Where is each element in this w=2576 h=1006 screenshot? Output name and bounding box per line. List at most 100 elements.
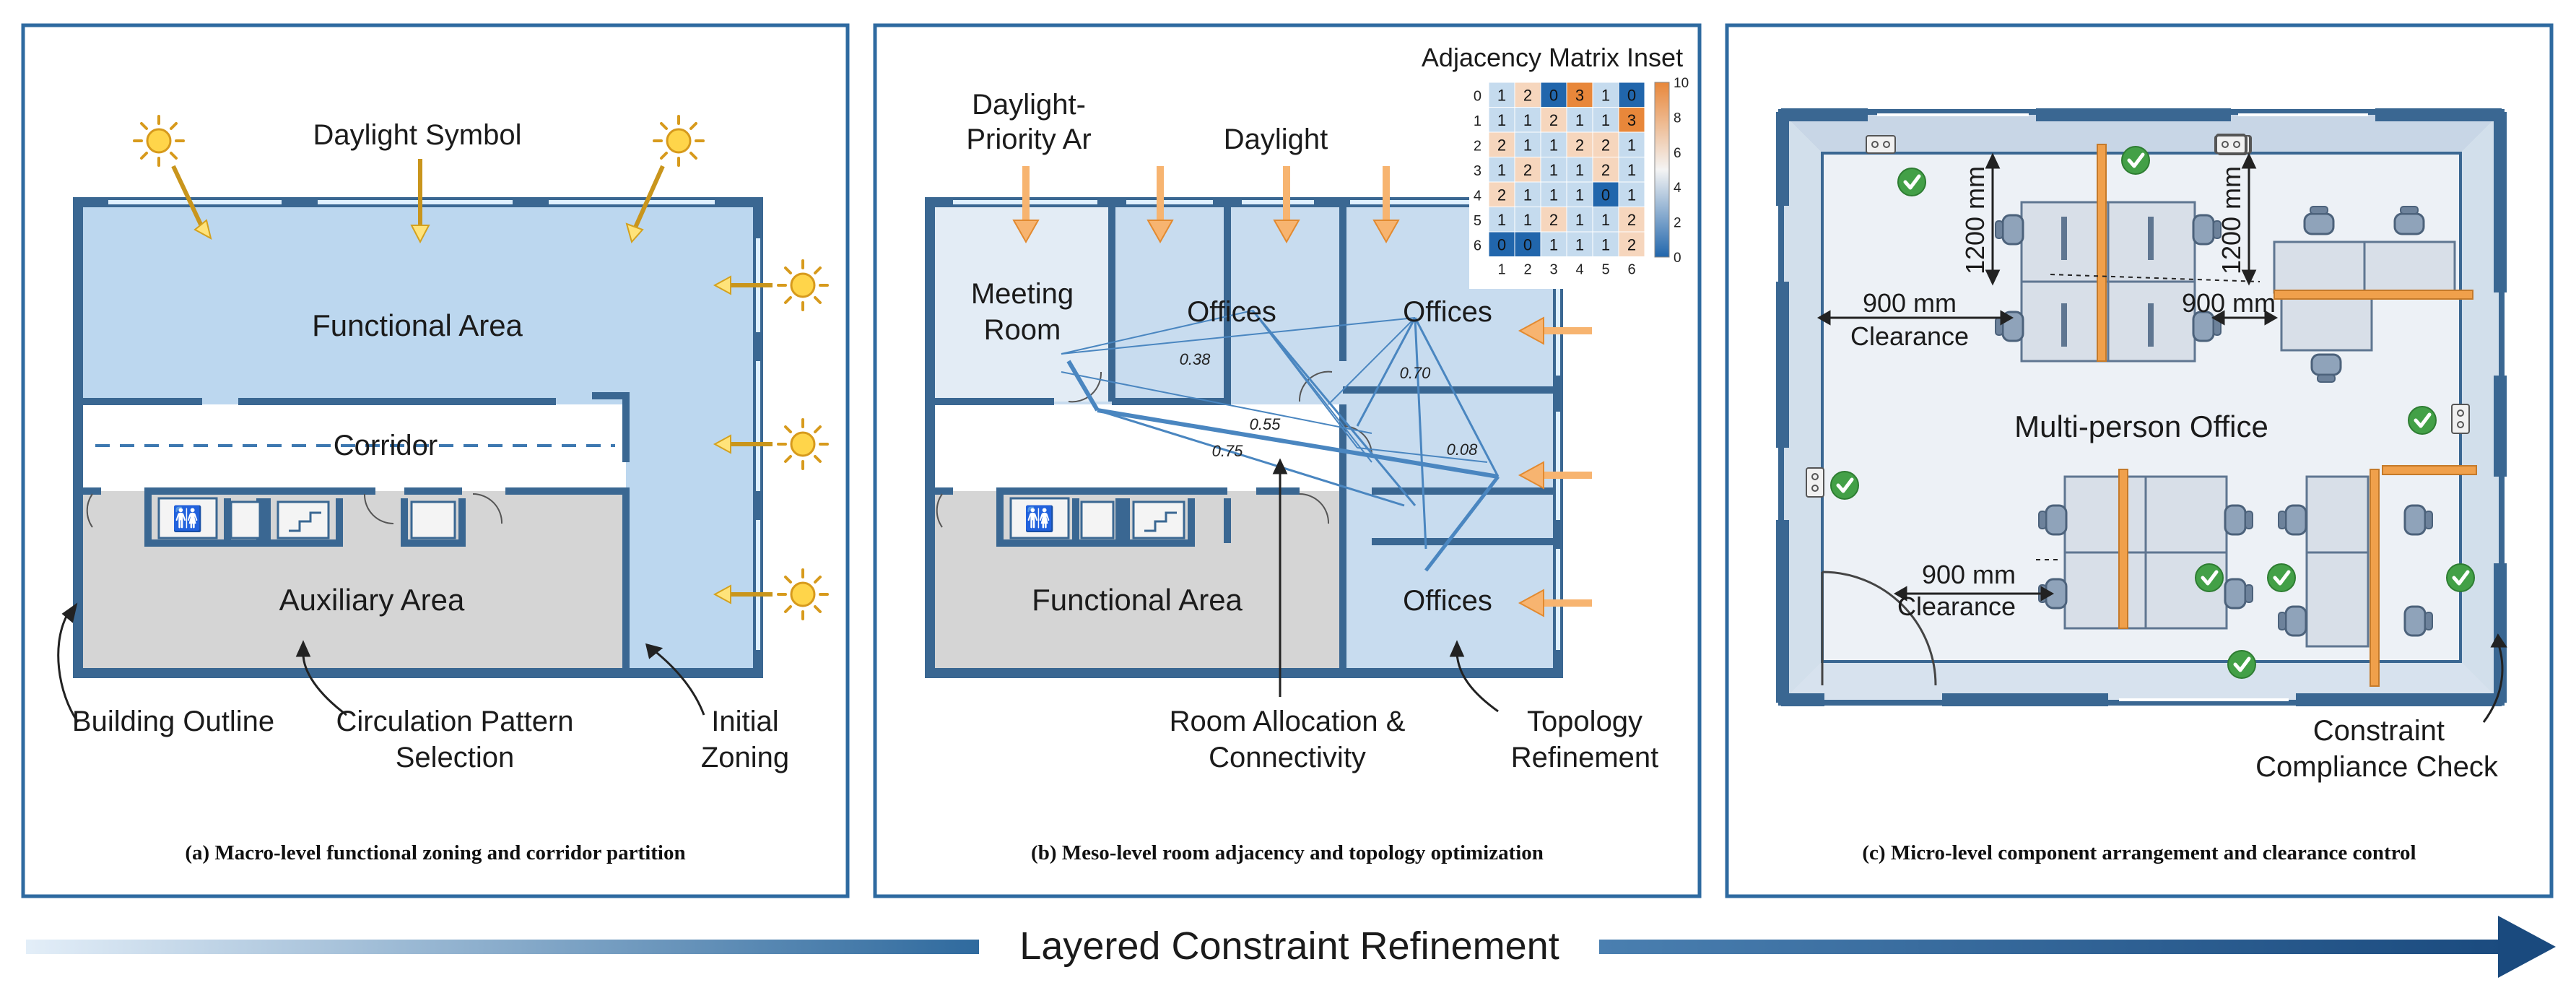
- matrix-cell: 2: [1488, 131, 1515, 157]
- weight-label: 0.08: [1447, 441, 1479, 459]
- matrix-cell: 3: [1566, 82, 1593, 108]
- matrix-col-label: 3: [1549, 262, 1557, 278]
- colorbar-tick-label: 6: [1674, 146, 1681, 161]
- matrix-cell: 1: [1566, 231, 1593, 257]
- panel-a: 🚻: [21, 23, 850, 898]
- check-icon: [2409, 407, 2436, 434]
- workstation-cluster-bottom-right: [2277, 465, 2477, 687]
- callout-arrows-b: [1272, 458, 1499, 713]
- matrix-cell: 2: [1618, 207, 1645, 233]
- matrix-cell: 1: [1592, 107, 1619, 133]
- matrix-cell-value: 1: [1575, 186, 1584, 204]
- matrix-cell: 0: [1540, 82, 1567, 108]
- socket-icon: [1866, 135, 1896, 154]
- matrix-cell: 0: [1618, 82, 1645, 108]
- matrix-row-label: 3: [1474, 163, 1481, 179]
- matrix-cell-value: 2: [1575, 136, 1584, 154]
- sun-icon: [133, 115, 185, 167]
- matrix-cell-value: 1: [1601, 111, 1610, 129]
- matrix-cell-value: 1: [1601, 235, 1610, 253]
- matrix-cell-value: 0: [1523, 235, 1532, 253]
- matrix-cell-value: 3: [1575, 86, 1584, 104]
- matrix-title: Adjacency Matrix Inset: [1422, 43, 1683, 72]
- matrix-cell-value: 1: [1601, 86, 1610, 104]
- matrix-col-label: 6: [1627, 262, 1635, 278]
- daylight-arrows-a: [171, 159, 773, 604]
- check-icon: [1831, 472, 1858, 499]
- corridor-label: Corridor: [334, 430, 438, 461]
- matrix-cell-value: 1: [1575, 235, 1584, 253]
- offices-label: Offices: [1403, 585, 1492, 617]
- sun-icon: [653, 115, 705, 167]
- sun-icon: [777, 259, 829, 311]
- matrix-row-label: 0: [1474, 88, 1481, 104]
- matrix-cell-value: 1: [1627, 136, 1636, 154]
- constraint-label-1: Constraint: [2313, 715, 2445, 747]
- matrix-cell-value: 1: [1549, 186, 1558, 204]
- matrix-cell: 1: [1488, 82, 1515, 108]
- matrix-cell: 1: [1488, 107, 1515, 133]
- refinement-arrow: Layered Constraint Refinement: [26, 916, 2556, 978]
- arrow-head: [2498, 916, 2556, 978]
- functional-area-label: Functional Area: [312, 308, 523, 342]
- workstation-cluster-bottom-left: [2037, 469, 2254, 630]
- footer-title: Layered Constraint Refinement: [1019, 924, 1559, 968]
- callout-arrow-c: [2482, 633, 2507, 723]
- matrix-row-label: 1: [1474, 113, 1481, 129]
- matrix-cell: 1: [1514, 131, 1541, 157]
- matrix-cell: 3: [1618, 107, 1645, 133]
- multi-person-office-label: Multi-person Office: [2014, 409, 2268, 443]
- clearance-label-a: Clearance: [1850, 321, 1969, 351]
- matrix-cell-value: 3: [1627, 111, 1636, 129]
- check-icon: [2196, 564, 2223, 591]
- matrix-cell-value: 0: [1497, 235, 1506, 253]
- workstation-cluster-top: [1994, 144, 2222, 363]
- dimension-900-a: 900 mm: [1863, 288, 1957, 318]
- daylight-priority-label-1: Daylight-: [972, 89, 1086, 121]
- check-icon: [2268, 564, 2295, 591]
- arrow-shaft-right: [1599, 940, 2520, 954]
- matrix-cell-value: 1: [1523, 111, 1532, 129]
- matrix-cell: 1: [1618, 157, 1645, 183]
- colorbar-tick-label: 4: [1674, 181, 1681, 196]
- matrix-cell-value: 1: [1497, 211, 1506, 229]
- matrix-cell: 1: [1592, 207, 1619, 233]
- svg-text:🚻: 🚻: [173, 505, 203, 533]
- caption-a: (a) Macro-level functional zoning and co…: [185, 841, 685, 864]
- matrix-cell: 1: [1540, 157, 1567, 183]
- building-plan-b: 🚻: [925, 197, 1563, 678]
- sun-icon: [777, 418, 829, 470]
- colorbar: [1654, 82, 1670, 258]
- matrix-cell: 2: [1592, 131, 1619, 157]
- matrix-cell-value: 2: [1601, 136, 1610, 154]
- matrix-row-label: 6: [1474, 238, 1481, 253]
- matrix-cell: 1: [1514, 207, 1541, 233]
- matrix-cell: 1: [1540, 181, 1567, 207]
- dimension-900-b: 900 mm: [2182, 288, 2276, 318]
- colorbar-tick-label: 2: [1674, 216, 1681, 231]
- circulation-label-1: Circulation Pattern: [336, 706, 573, 737]
- building-plan-a: 🚻: [73, 197, 763, 678]
- matrix-row-label: 5: [1474, 213, 1481, 229]
- daylight-priority-label-2: Priority Ar: [966, 123, 1091, 155]
- matrix-cell-value: 2: [1549, 211, 1558, 229]
- matrix-cell: 2: [1540, 107, 1567, 133]
- matrix-cell: 1: [1566, 181, 1593, 207]
- socket-icon: [1806, 467, 1824, 498]
- topology-label-2: Refinement: [1511, 742, 1659, 773]
- colorbar-tick-label: 10: [1674, 76, 1689, 91]
- matrix-cell-value: 1: [1549, 161, 1558, 179]
- matrix-cell: 0: [1488, 231, 1515, 257]
- connectivity-lines: [1061, 310, 1500, 572]
- matrix-cell-value: 0: [1627, 86, 1636, 104]
- matrix-cell-value: 1: [1601, 211, 1610, 229]
- matrix-cell-value: 2: [1601, 161, 1610, 179]
- constraint-label-2: Compliance Check: [2255, 751, 2499, 783]
- daylight-symbol-label: Daylight Symbol: [313, 119, 521, 151]
- matrix-cell-value: 1: [1523, 211, 1532, 229]
- check-icon: [2447, 564, 2474, 591]
- matrix-cell-value: 0: [1601, 186, 1610, 204]
